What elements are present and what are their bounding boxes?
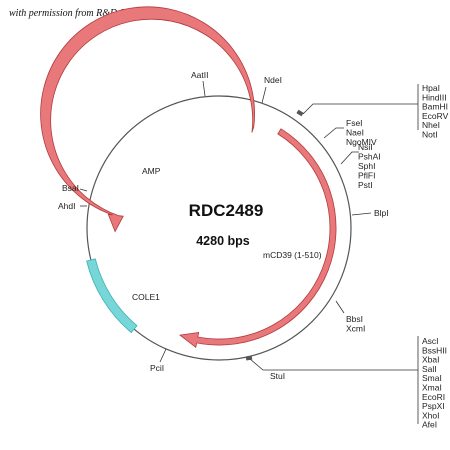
site-smai: SmaI [422,373,442,383]
site-xhoi: XhoI [422,410,440,420]
site-noti: NotI [422,130,438,140]
mcd39-insert-arrow [179,128,337,349]
site-afei: AfeI [422,420,437,430]
site-psti: PstI [358,180,373,190]
fsei-leader [323,127,344,139]
site-ecorv: EcoRV [422,111,449,121]
site-ngomiv: NgoMIV [346,137,377,147]
site-ecori: EcoRI [422,392,445,402]
site-fsei: FseI [346,118,363,128]
aatii-tick [202,80,206,97]
site-bsai: BsaI [62,183,79,193]
site-asci: AscI [422,336,439,346]
site-bbsi: BbsI [346,314,363,324]
plasmid-name: RDC2489 [189,201,264,220]
site-bamhi: BamHI [422,102,448,112]
site-sphi: SphI [358,161,376,171]
site-ahdi: AhdI [58,201,76,211]
site-ndei: NdeI [264,75,282,85]
site-pspxi: PspXI [422,401,445,411]
mcs1-leader [302,103,418,115]
mcs1-marker [296,109,304,117]
cole1-origin [86,258,138,334]
bbsi-leader [335,300,345,314]
ndei-tick [261,86,267,104]
site-pflfi: PflFI [358,171,375,181]
site-aatii: AatII [191,70,208,80]
amp-label: AMP [142,166,161,176]
site-xmai: XmaI [422,383,442,393]
stui-leader [249,358,418,371]
bsai-tick [79,188,88,192]
site-nhei: NheI [422,120,440,130]
site-blpi: BlpI [374,208,389,218]
amp-resistance-arrow [40,6,255,233]
site-nsii: NsiI [358,142,373,152]
site-hindiii: HindIII [422,92,447,102]
pcii-tick [159,348,167,363]
nsii-leader [340,151,359,165]
site-xcmi: XcmI [346,324,365,334]
site-naei: NaeI [346,128,364,138]
site-stui: StuI [270,371,285,381]
permission-credit: with permission from R&D Systems [9,8,152,19]
site-xbai: XbaI [422,355,440,365]
site-bsshii: BssHII [422,345,447,355]
plasmid-backbone [86,95,352,361]
mcs2-list: AscIBssHIIXbaISalISmaIXmaIEcoRIPspXIXhoI… [422,336,447,430]
site-pshai: PshAI [358,152,381,162]
blpi-tick [351,212,372,216]
site-sali: SalI [422,364,437,374]
site-pcii: PciI [150,363,164,373]
cole1-label: COLE1 [132,292,160,302]
plasmid-size: 4280 bps [196,234,250,248]
cd39-label: mCD39 (1-510) [263,250,322,260]
site-hpai: HpaI [422,83,440,93]
